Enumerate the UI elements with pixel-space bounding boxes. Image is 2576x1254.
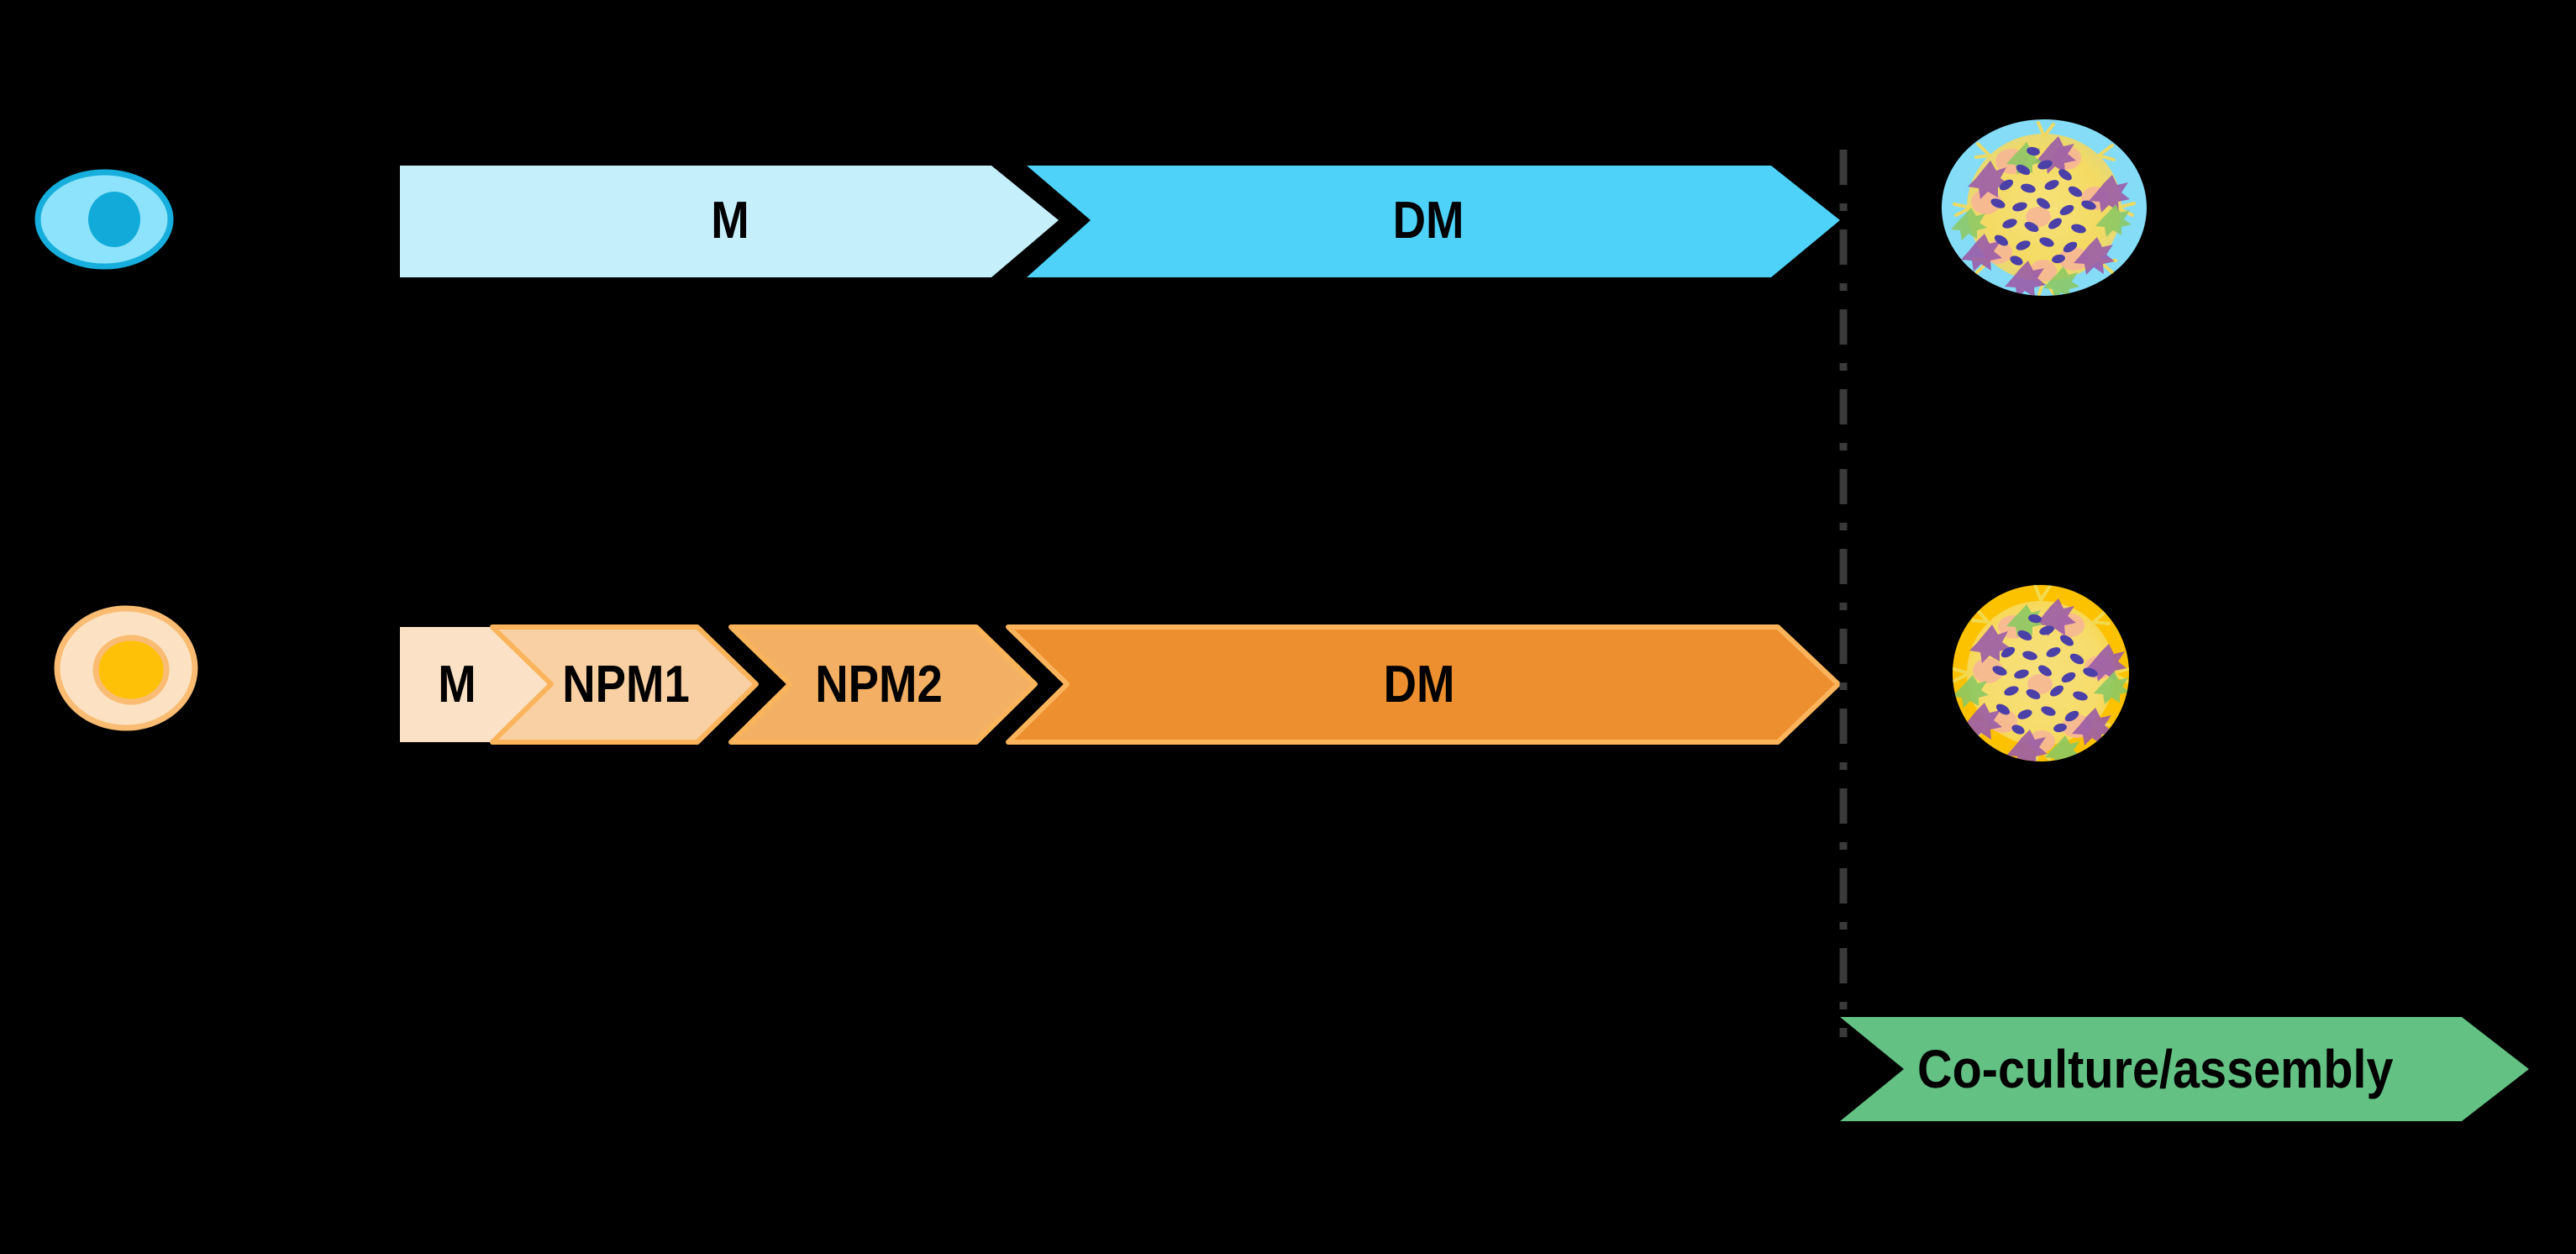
blue-cell-icon bbox=[34, 168, 175, 271]
orange-organoid bbox=[1951, 583, 2131, 763]
orange-segment-npm2 bbox=[728, 624, 1038, 745]
blue-pipeline-arrows bbox=[395, 160, 1848, 284]
blue-organoid bbox=[1939, 118, 2149, 298]
orange-pipeline-arrows bbox=[395, 620, 1848, 748]
orange-segment-npm1 bbox=[490, 624, 759, 745]
blue-segment-m bbox=[400, 166, 1059, 277]
co-culture-banner-shape bbox=[1840, 1017, 2529, 1121]
orange-cell-icon bbox=[52, 603, 200, 734]
blue-segment-dm bbox=[1027, 166, 1840, 277]
phase-divider bbox=[1837, 150, 1850, 1037]
co-culture-banner bbox=[1837, 1014, 2532, 1125]
orange-segment-dm bbox=[1006, 624, 1841, 745]
